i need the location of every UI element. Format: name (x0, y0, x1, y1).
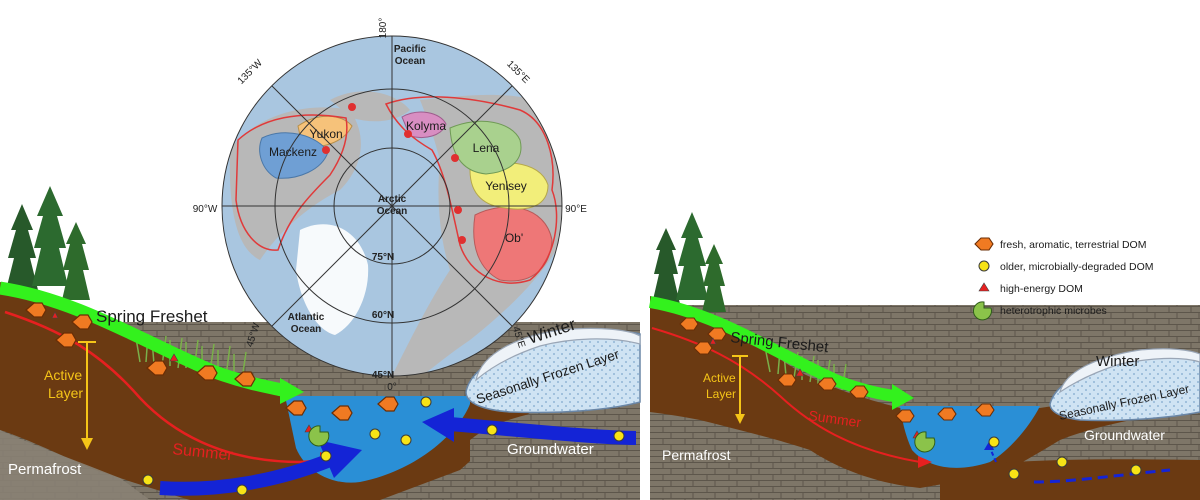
basin-label-lena: Lena (473, 141, 500, 155)
map-arctic-2: Ocean (377, 206, 408, 217)
map-arctic-1: Arctic (378, 194, 407, 205)
legend-triangle-icon (979, 283, 989, 291)
left-active-label-1: Active (44, 367, 82, 383)
left-spring-freshet-label: Spring Freshet (96, 307, 208, 326)
map-atlantic-2: Ocean (291, 324, 322, 335)
map-lat-60: 60°N (372, 310, 394, 321)
legend-item-microbes: heterotrophic microbes (1000, 305, 1107, 317)
map-lat-75: 75°N (372, 252, 394, 263)
map-lat-45: 45°N (372, 370, 394, 381)
right-winter-label: Winter (1096, 353, 1139, 370)
right-panel: Spring Freshet Active Layer Summer Perma… (650, 212, 1200, 500)
right-permafrost-label: Permafrost (662, 447, 731, 463)
map-atlantic-1: Atlantic (288, 312, 325, 323)
right-groundwater-label: Groundwater (1084, 427, 1165, 443)
legend-item-fresh-dom: fresh, aromatic, terrestrial DOM (1000, 239, 1146, 251)
legend-hexagon-icon (975, 238, 993, 250)
basin-label-mackenzie: Mackenz (269, 145, 317, 159)
map-deg-90e: 90°E (565, 204, 587, 215)
right-active-label-2: Layer (706, 387, 736, 401)
right-trees (652, 212, 726, 312)
left-trees (6, 186, 90, 300)
map-pacific-2: Ocean (395, 56, 426, 67)
map-deg-135w: 135°W (236, 57, 265, 86)
basin-label-yukon: Yukon (309, 127, 342, 141)
basin-label-kolyma: Kolyma (406, 119, 446, 133)
legend-circle-icon (979, 261, 989, 271)
left-permafrost-label: Permafrost (8, 461, 82, 478)
map-deg-180: 180° (378, 18, 389, 39)
right-active-label-1: Active (703, 371, 736, 385)
left-active-label-2: Layer (48, 385, 83, 401)
legend-pacman-icon (973, 302, 991, 320)
legend-item-older-dom: older, microbially-degraded DOM (1000, 261, 1153, 273)
legend-item-high-energy-dom: high-energy DOM (1000, 283, 1083, 295)
map-deg-90w: 90°W (193, 204, 218, 215)
left-groundwater-label: Groundwater (507, 441, 594, 458)
map-pacific-1: Pacific (394, 44, 427, 55)
map-deg-0: 0° (387, 382, 397, 393)
basin-label-yenisey: Yenisey (485, 179, 527, 193)
basin-label-ob: Ob' (505, 231, 523, 245)
